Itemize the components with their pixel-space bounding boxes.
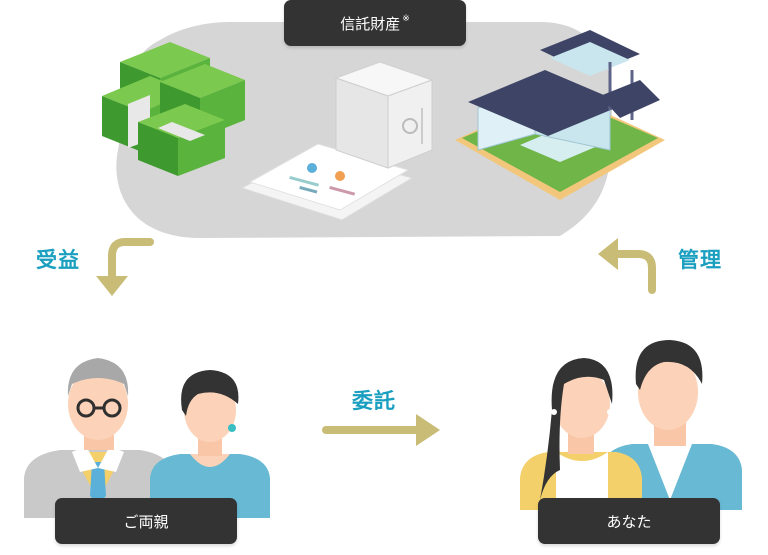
benefit-arrow [96,238,154,296]
mother-figure [150,370,270,518]
trust-assets-text: 信託財産 [340,14,401,33]
manage-label: 管理 [678,248,722,272]
you-illustration [520,340,742,510]
you-label: あなた [538,498,720,544]
benefit-label: 受益 [36,248,80,272]
safe-icon [334,61,434,169]
parents-illustration [24,358,270,518]
entrust-arrow [322,414,440,446]
house-icon [455,30,665,200]
woman-figure [520,358,642,510]
parents-text: ご両親 [123,512,169,531]
manage-arrow [598,238,656,294]
you-text: あなた [606,512,652,531]
entrust-label: 委託 [352,389,396,413]
parents-label: ご両親 [55,498,237,544]
cash-stack-icon [102,42,245,176]
trust-assets-label: 信託財産※ [284,0,466,46]
trust-assets-note-mark: ※ [402,14,410,24]
